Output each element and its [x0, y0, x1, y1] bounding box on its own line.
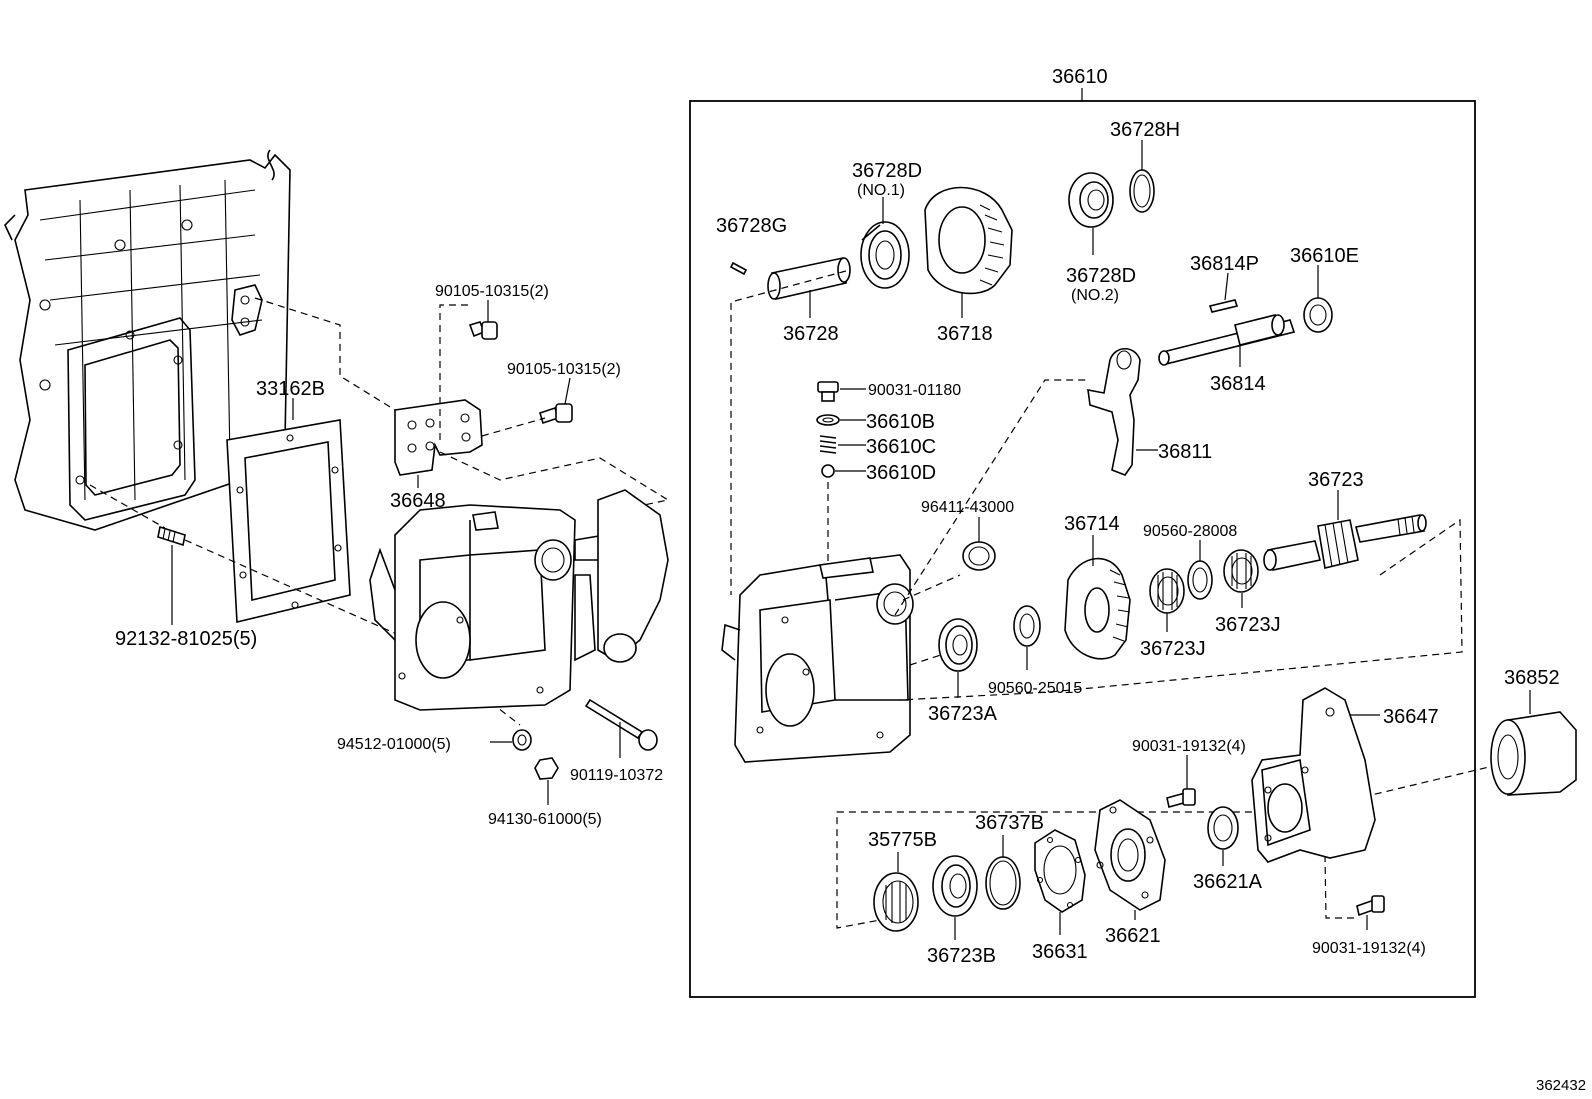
label-36610d: 36610D [866, 462, 936, 484]
label-36610: 36610 [1052, 66, 1108, 88]
label-90105-10315-a: 90105-10315(2) [435, 283, 549, 300]
retainer-36621 [1094, 799, 1166, 911]
label-36723b: 36723B [927, 945, 996, 967]
bearing-36728d-no1 [860, 221, 910, 289]
nut-94130-61000 [534, 757, 559, 780]
washer-90560-25015 [1013, 605, 1041, 647]
label-35775b: 35775B [868, 829, 937, 851]
label-94512-01000: 94512-01000(5) [337, 736, 451, 753]
label-90105-10315-b: 90105-10315(2) [507, 361, 621, 378]
figure-number: 362432 [1536, 1077, 1586, 1094]
gasket-33162b [226, 419, 351, 624]
pto-housing-left [369, 489, 669, 711]
washer-36610b [816, 414, 840, 426]
gear-36718 [924, 186, 1013, 295]
label-36610b: 36610B [866, 411, 935, 433]
pin-36814p [1208, 299, 1239, 313]
transmission-case [4, 149, 291, 531]
label-96411-43000: 96411-43000 [921, 499, 1014, 516]
label-92132-81025: 92132-81025(5) [115, 628, 257, 650]
label-33162b: 33162B [256, 378, 325, 400]
spring-36610c [819, 435, 837, 454]
shaft-36723 [1263, 514, 1427, 571]
label-36728g: 36728G [716, 215, 787, 237]
gear-36714 [1064, 557, 1131, 660]
label-36631: 36631 [1032, 941, 1088, 963]
label-36621a: 36621A [1193, 871, 1263, 893]
washer-36728h [1129, 169, 1155, 213]
bolt-90119-10372 [584, 698, 658, 751]
shift-shaft-36814 [1158, 314, 1296, 366]
label-36852: 36852 [1504, 667, 1560, 689]
label-36610c: 36610C [866, 436, 936, 458]
label-36723a: 36723A [928, 703, 998, 725]
label-90119-10372: 90119-10372 [570, 767, 663, 784]
label-36728d-no1-note: (NO.1) [857, 182, 905, 199]
washer-90560-28008 [1187, 560, 1213, 600]
label-90031-19132-b: 90031-19132(4) [1312, 940, 1426, 957]
needle-bearing-36723j-2 [1223, 549, 1259, 593]
label-36728d-no2-note: (NO.2) [1071, 287, 1119, 304]
stud-92132-81025 [157, 525, 186, 547]
bolt-90105-10315-b [539, 403, 573, 425]
pin-36728g [729, 261, 748, 276]
needle-bearing-36723j-1 [1149, 568, 1185, 614]
shaft-36728 [767, 257, 851, 300]
plug-90031-01180 [817, 381, 839, 402]
label-36728: 36728 [783, 323, 839, 345]
coupler-36852 [1490, 711, 1577, 796]
label-36728h: 36728H [1110, 119, 1180, 141]
label-36714: 36714 [1064, 513, 1120, 535]
bracket-36648 [394, 399, 483, 476]
label-36814p: 36814P [1190, 253, 1259, 275]
o-ring-36737b [985, 856, 1021, 910]
label-36728d-no1: 36728D [852, 160, 922, 182]
label-36648: 36648 [390, 490, 446, 512]
bearing-35775b [873, 872, 919, 932]
label-36647: 36647 [1383, 706, 1439, 728]
label-36621: 36621 [1105, 925, 1161, 947]
label-36728d-no2: 36728D [1066, 265, 1136, 287]
label-36737b: 36737B [975, 812, 1044, 834]
adapter-36647 [1251, 687, 1376, 863]
shift-fork-36811 [1087, 347, 1141, 476]
bolt-90105-10315-a [468, 321, 498, 340]
gasket-36631 [1034, 829, 1086, 913]
seal-96411-43000 [962, 541, 996, 571]
label-90560-28008: 90560-28008 [1143, 523, 1237, 540]
label-90560-25015: 90560-25015 [988, 680, 1082, 697]
washer-94512-01000 [512, 729, 532, 751]
assembly-36610-box [689, 100, 1476, 998]
bolt-90031-19132-b [1356, 895, 1385, 917]
bolt-90031-19132-a [1166, 788, 1196, 808]
label-36723j-2: 36723J [1215, 614, 1281, 636]
label-36814: 36814 [1210, 373, 1266, 395]
label-36723: 36723 [1308, 469, 1364, 491]
seal-36621a [1207, 806, 1239, 850]
label-36610e: 36610E [1290, 245, 1359, 267]
pto-case-36610 [721, 554, 914, 763]
ball-36610d [821, 464, 835, 478]
seal-36610e [1303, 297, 1333, 333]
label-90031-01180: 90031-01180 [868, 382, 961, 399]
label-94130-61000: 94130-61000(5) [488, 811, 602, 828]
label-36718: 36718 [937, 323, 993, 345]
label-90031-19132-a: 90031-19132(4) [1132, 738, 1246, 755]
bearing-36728d-no2 [1068, 172, 1114, 228]
bearing-36723a [938, 618, 978, 672]
label-36811: 36811 [1158, 441, 1212, 463]
bearing-36723b [932, 855, 978, 917]
label-36723j-1: 36723J [1140, 638, 1206, 660]
